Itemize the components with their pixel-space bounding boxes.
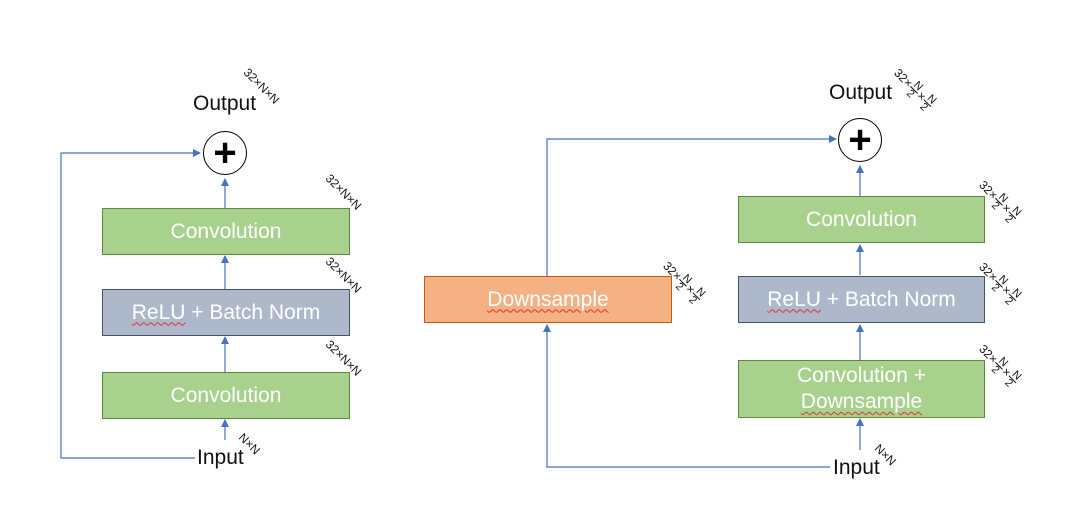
downsample-box: Downsample	[424, 276, 672, 323]
conv-ds-line2: Downsample	[800, 390, 923, 413]
left-relu-batchnorm: ReLU + Batch Norm	[102, 289, 350, 336]
left-batchnorm-text: + Batch Norm	[185, 300, 321, 324]
left-conv-bottom: Convolution	[102, 372, 350, 419]
left-relu-word: ReLU	[131, 300, 186, 324]
skip-connection-input-to-downsample	[543, 324, 830, 468]
left-input-label: Input	[197, 446, 244, 469]
left-output-label: Output	[193, 92, 257, 115]
right-batchnorm-text: + Batch Norm	[820, 287, 956, 311]
skip-connection-left	[60, 149, 201, 459]
conv-ds-line1: Convolution +	[796, 364, 926, 387]
right-relu-word: ReLU	[767, 287, 821, 311]
downsample-label: Downsample	[487, 287, 609, 311]
right-output-label: Output	[829, 81, 893, 104]
right-adder-node: +	[838, 118, 882, 162]
left-conv-top: Convolution	[102, 208, 350, 255]
right-conv-top: Convolution	[738, 196, 985, 243]
right-relu-batchnorm: ReLU + Batch Norm	[738, 276, 985, 323]
skip-connection-downsample-to-adder	[546, 135, 837, 276]
right-conv-downsample: Convolution + Downsample	[738, 360, 985, 418]
right-input-label: Input	[833, 456, 880, 479]
left-adder-node: +	[203, 131, 247, 175]
